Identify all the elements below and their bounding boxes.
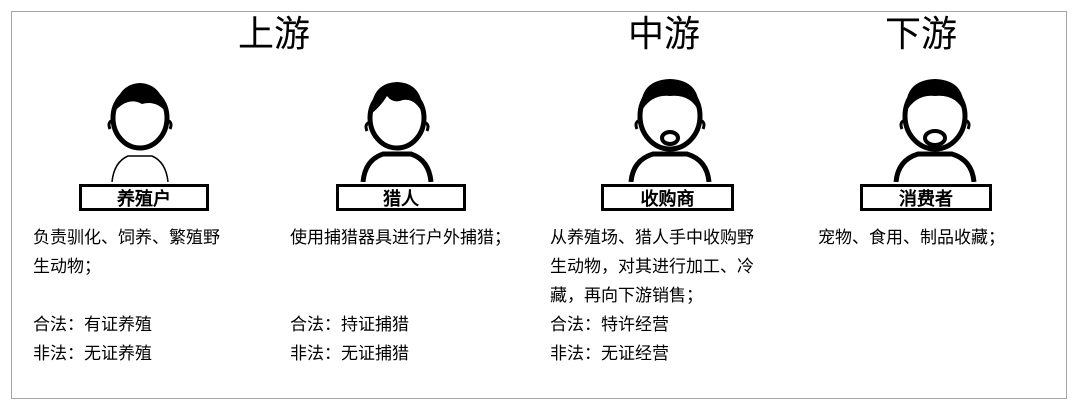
role-label-purchaser: 收购商 [601,184,734,211]
role-label-hunter: 猎人 [336,184,466,211]
stage-title-downstream: 下游 [885,14,958,55]
hunter-legal-text: 合法：持证捕猎 [290,315,409,335]
stage-title-upstream: 上游 [238,14,311,55]
purchaser-description-line: 藏，再向下游销售； [550,286,703,306]
breeder-illegal-text: 非法：无证养殖 [33,344,152,364]
hunter-description: 使用捕猎器具进行户外捕猎； [290,224,511,253]
hunter-person-icon [360,82,434,182]
purchaser-legal-text: 合法：特许经营 [550,315,669,335]
diagram-frame [11,11,1067,399]
hunter-description-line: 使用捕猎器具进行户外捕猎； [290,228,511,248]
purchaser-description: 从养殖场、猎人手中收购野 生动物，对其进行加工、冷 藏，再向下游销售； [550,224,754,311]
breeder-description-line: 负责驯化、饲养、繁殖野 [33,228,220,248]
purchaser-description-line: 生动物，对其进行加工、冷 [550,257,754,277]
breeder-description-line: 生动物； [33,257,101,277]
purchaser-illegal-text: 非法：无证经营 [550,344,669,364]
role-label-consumer: 消费者 [860,184,992,211]
consumer-description-line: 宠物、食用、制品收藏； [818,228,1005,248]
consumer-person-icon [893,79,977,182]
consumer-description: 宠物、食用、制品收藏； [818,224,1005,253]
breeder-description: 负责驯化、饲养、繁殖野 生动物； [33,224,220,282]
purchaser-legality: 合法：特许经营 非法：无证经营 [550,311,669,369]
breeder-legal-text: 合法：有证养殖 [33,315,152,335]
hunter-illegal-text: 非法：无证捕猎 [290,344,409,364]
purchaser-description-line: 从养殖场、猎人手中收购野 [550,228,754,248]
role-label-breeder: 养殖户 [79,184,209,211]
breeder-legality: 合法：有证养殖 非法：无证养殖 [33,311,152,369]
stage-title-midstream: 中游 [628,14,701,55]
hunter-legality: 合法：持证捕猎 非法：无证捕猎 [290,311,409,369]
purchaser-person-icon [628,79,712,182]
breeder-person-icon [107,83,173,182]
